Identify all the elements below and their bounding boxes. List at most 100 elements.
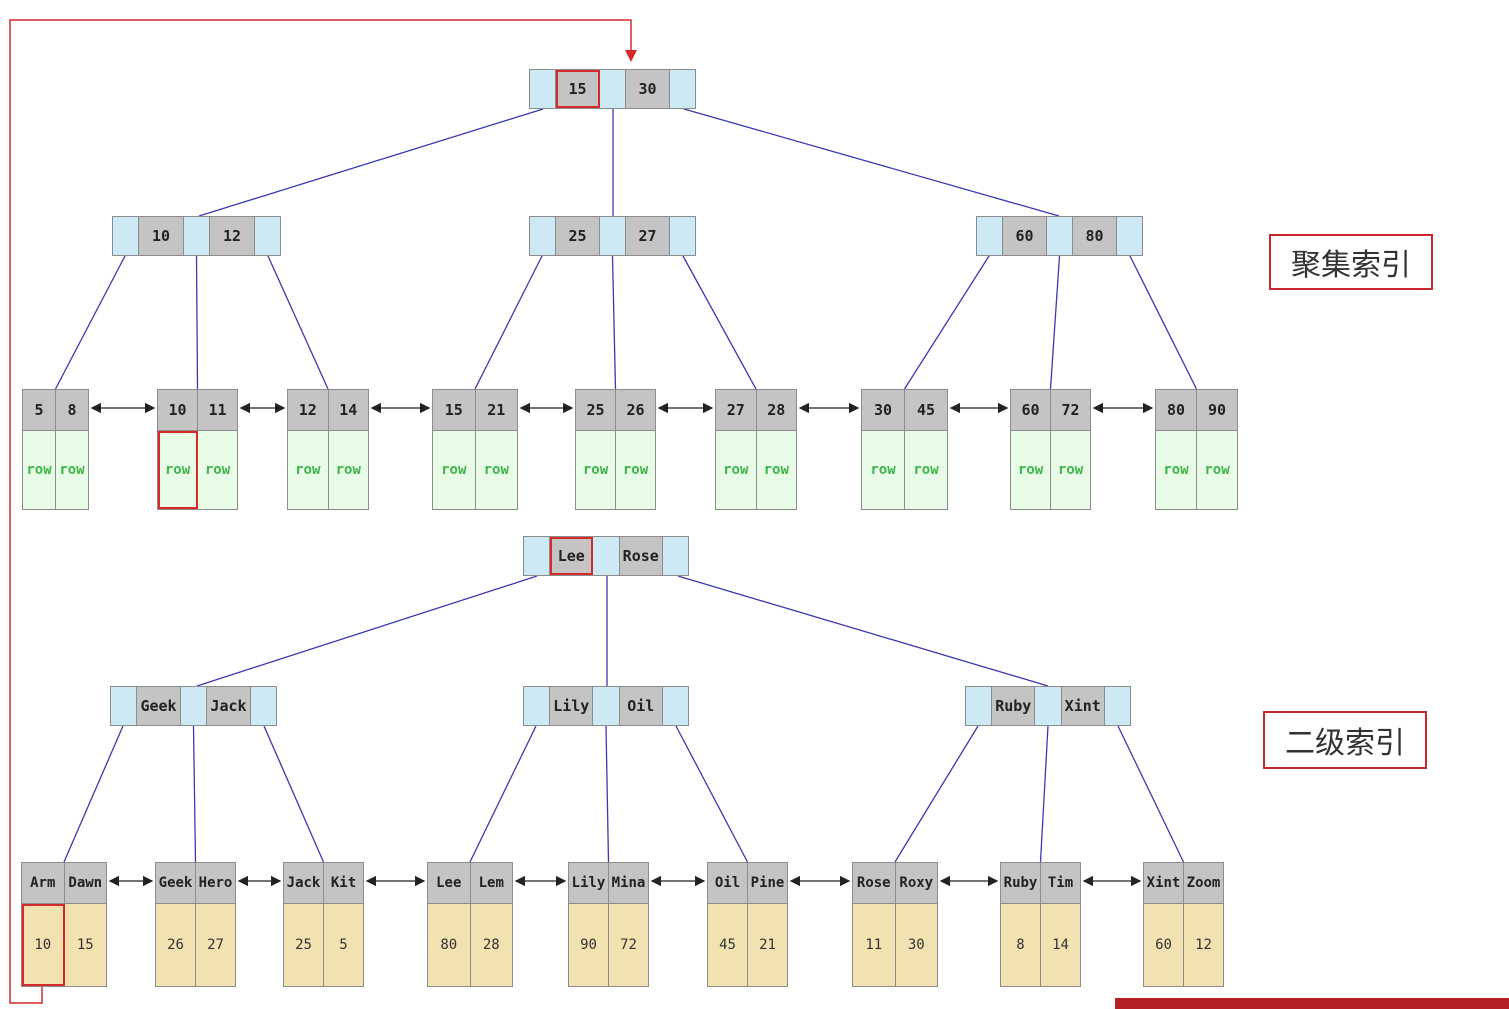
pointer-slot (1046, 217, 1074, 255)
leaf-key: Lily (569, 863, 609, 903)
tree-edge (903, 255, 990, 390)
pointer-slot (180, 687, 208, 725)
leaf-primary-key: 12 (1195, 937, 1212, 953)
leaf-primary-key: 72 (620, 937, 637, 953)
leaf-primary-key: 60 (1144, 904, 1184, 986)
node-key: Lee (550, 537, 594, 575)
tree-edge (474, 255, 543, 390)
tree-edge (677, 575, 1049, 687)
tree-edge (1039, 725, 1049, 863)
leaf-key: 14 (339, 401, 358, 419)
secondary-internal-node: Geek Jack (110, 686, 277, 726)
node-key: Lily (550, 687, 594, 725)
secondary-root-node: Lee Rose (523, 536, 689, 576)
pointer-slot (966, 687, 993, 725)
leaf-key: 27 (716, 390, 757, 430)
tree-edge (198, 108, 544, 217)
pointer-slot (524, 687, 551, 725)
leaf-key: 8 (67, 401, 77, 419)
pointer-slot (977, 217, 1004, 255)
leaf-key: Roxy (899, 875, 934, 891)
leaf-key: Arm (22, 863, 65, 903)
leaf-primary-key: 5 (339, 937, 348, 953)
leaf-row-data: row (288, 431, 329, 509)
leaf-row-data: row (335, 462, 361, 478)
pointer-slot (1035, 687, 1062, 725)
pointer-slot (530, 70, 557, 108)
leaf-row-data: row (1204, 462, 1230, 478)
node-key: Oil (619, 687, 663, 725)
leaf-primary-key: 21 (759, 937, 776, 953)
leaf-key: 5 (23, 390, 56, 430)
leaf-row-data: row (59, 462, 85, 478)
pointer-slot (669, 217, 695, 255)
leaf-key: 28 (767, 401, 786, 419)
pointer-slot (111, 687, 138, 725)
leaf-row-data: row (716, 431, 757, 509)
tree-edge (605, 725, 610, 863)
leaf-primary-key: 30 (907, 937, 925, 953)
leaf-row-data: row (483, 462, 509, 478)
secondary-internal-node: Lily Oil (523, 686, 689, 726)
leaf-row-data: row (1156, 431, 1197, 509)
pointer-slot (669, 70, 695, 108)
leaf-primary-key: 28 (482, 937, 500, 953)
leaf-row-data: row (23, 431, 56, 509)
leaf-key: 80 (1156, 390, 1197, 430)
tree-edge (1117, 725, 1185, 863)
leaf-primary-key: 27 (207, 937, 224, 953)
pointer-slot (593, 687, 620, 725)
clustered-index-label: 聚集索引 (1269, 234, 1433, 290)
node-key: Jack (207, 687, 251, 725)
leaf-key: 90 (1207, 401, 1227, 419)
leaf-key: Geek (156, 863, 196, 903)
pointer-slot (1104, 687, 1130, 725)
leaf-primary-key: 90 (569, 904, 609, 986)
node-key: Rose (619, 537, 663, 575)
leaf-row-data: row (622, 462, 649, 478)
leaf-primary-key: 11 (853, 904, 896, 986)
leaf-primary-key: 14 (1052, 937, 1069, 953)
tree-edge (195, 255, 199, 390)
pointer-slot (524, 537, 551, 575)
tree-edge (54, 255, 126, 390)
leaf-key: Lem (478, 875, 504, 891)
tree-edge (1049, 255, 1061, 390)
lookup-arrowhead (625, 50, 637, 62)
pointer-slot (183, 217, 211, 255)
leaf-key: 11 (208, 401, 227, 419)
leaf-key: Hero (198, 875, 233, 891)
leaf-row-data: row (913, 462, 939, 478)
pointer-slot (530, 217, 557, 255)
tree-edge (63, 725, 124, 863)
tree-edge (894, 725, 979, 863)
leaf-key: 25 (576, 390, 616, 430)
pointer-slot (599, 70, 627, 108)
node-key: 15 (556, 70, 600, 108)
leaf-primary-key: 26 (156, 904, 196, 986)
pointer-slot (250, 687, 276, 725)
node-key: Geek (137, 687, 181, 725)
node-key: 60 (1003, 217, 1047, 255)
leaf-row-data: row (862, 431, 905, 509)
leaf-key: 30 (862, 390, 905, 430)
leaf-key: 60 (1011, 390, 1051, 430)
leaf-key: 12 (288, 390, 329, 430)
tree-edge (1129, 255, 1198, 390)
pointer-slot (593, 537, 620, 575)
leaf-row-data: row (763, 462, 789, 478)
